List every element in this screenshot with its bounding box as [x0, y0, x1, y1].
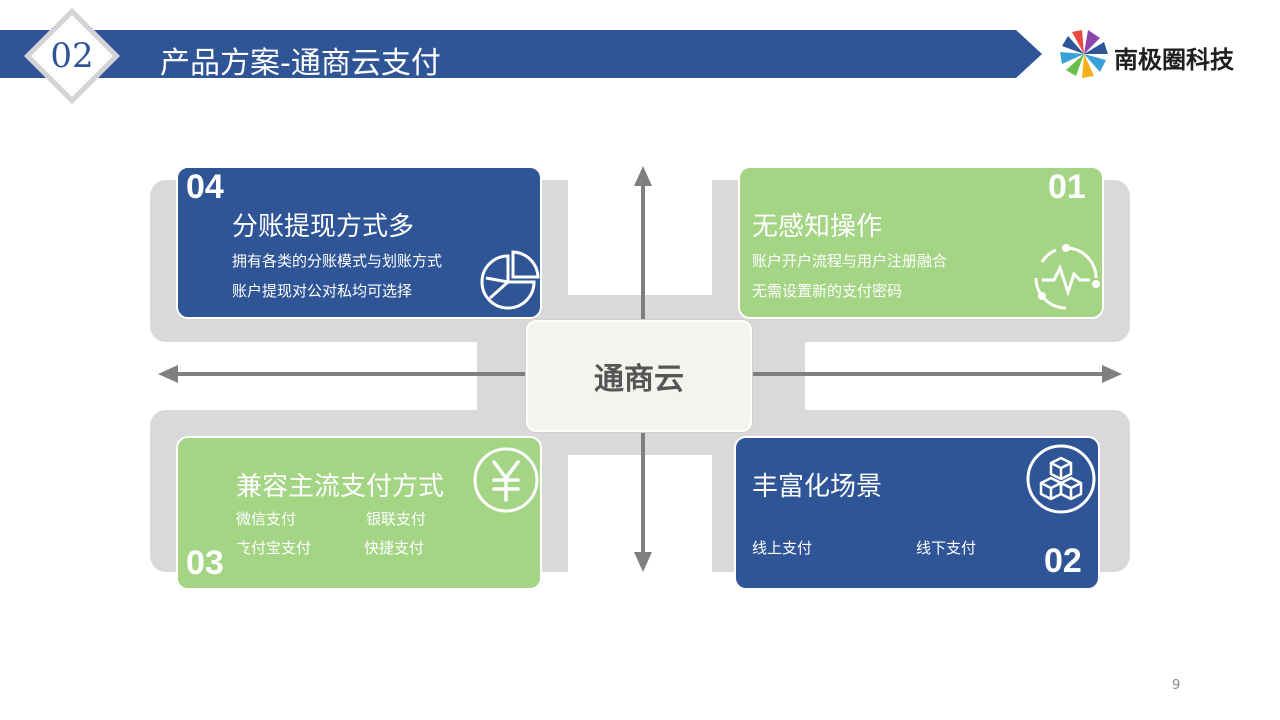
card-number: 02 [1044, 542, 1082, 580]
header-band [0, 30, 1042, 78]
pie-chart-icon [480, 250, 540, 310]
card-line: 账户提现对公对私均可选择 [232, 282, 413, 300]
card-title: 无感知操作 [752, 212, 883, 242]
card-item: 线下支付 [916, 539, 977, 557]
section-number: 02 [50, 36, 94, 76]
company-name: 南极圈科技 [1114, 46, 1234, 74]
card-item: 银联支付 [366, 510, 427, 528]
card-item: 线上支付 [752, 539, 813, 557]
page-title: 产品方案-通商云支付 [160, 46, 441, 81]
card-title: 兼容主流支付方式 [236, 472, 445, 502]
card-number: 03 [186, 544, 224, 582]
center-box: 通商云 [526, 320, 752, 432]
card-rich-scenarios: 丰富化场景 线上支付 线下支付 02 [734, 436, 1100, 590]
card-line: 拥有各类的分账模式与划账方式 [232, 252, 443, 270]
card-item: 微信支付 [236, 510, 297, 528]
cubes-icon [1026, 444, 1096, 514]
card-payment-methods: 兼容主流支付方式 微信支付 银联支付 支付宝支付 快捷支付 03 [176, 436, 542, 590]
card-number: 04 [186, 168, 224, 206]
card-seamless: 01 无感知操作 账户开户流程与用户注册融合 无需设置新的支付密码 [738, 166, 1104, 319]
center-label: 通商云 [594, 362, 684, 397]
page-number: 9 [1172, 678, 1181, 693]
card-item: 支付宝支付 [236, 539, 312, 557]
company-logo-icon [1060, 30, 1108, 78]
yen-icon [473, 447, 539, 513]
card-line: 无需设置新的支付密码 [752, 282, 903, 300]
card-title: 丰富化场景 [752, 472, 883, 502]
card-title: 分账提现方式多 [232, 212, 415, 242]
card-split-withdraw: 04 分账提现方式多 拥有各类的分账模式与划账方式 账户提现对公对私均可选择 [176, 166, 542, 319]
section-badge: 02 [23, 7, 121, 105]
heartbeat-icon [1034, 244, 1100, 310]
card-number: 01 [1048, 168, 1086, 206]
card-line: 账户开户流程与用户注册融合 [752, 252, 948, 270]
card-item: 快捷支付 [364, 539, 425, 557]
